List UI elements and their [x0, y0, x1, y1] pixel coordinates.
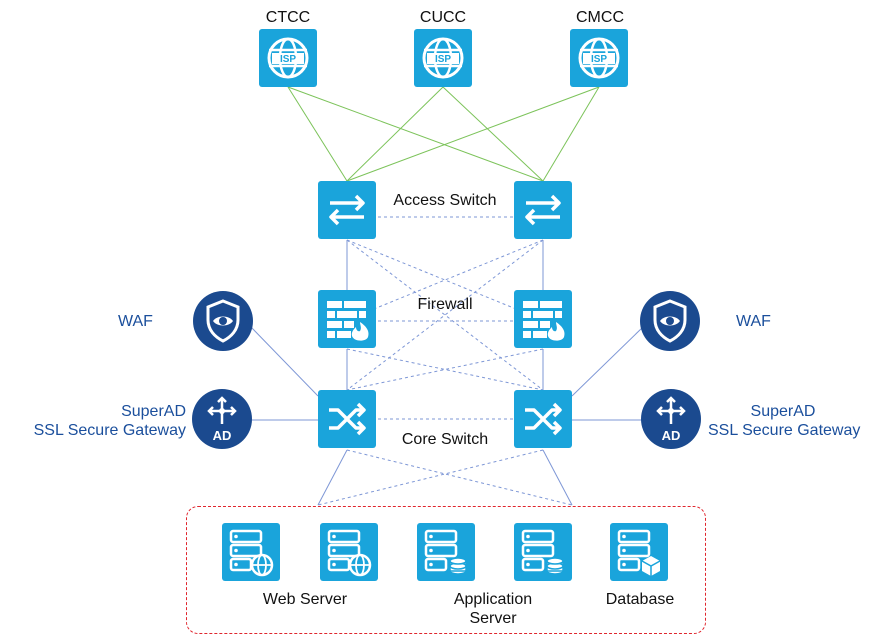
shield-eye-icon — [193, 291, 253, 351]
side-links — [249, 325, 645, 421]
app-server-label-line2: Server — [469, 610, 517, 627]
ad-gateway-icon: AD — [641, 389, 701, 449]
ad-badge-text: AD — [662, 428, 681, 443]
server-group-frame — [186, 506, 706, 634]
web-server-label: Web Server — [262, 591, 348, 608]
database-label: Database — [605, 591, 675, 608]
core-to-servers — [317, 449, 573, 506]
superad-right-label: SuperAD SSL Secure Gateway — [708, 402, 888, 440]
cross-links — [317, 216, 573, 506]
isp-label: CTCC — [265, 9, 311, 26]
ad-badge-text: AD — [213, 428, 232, 443]
core-switch-icon — [514, 390, 572, 448]
superad-right-line1: SuperAD — [750, 403, 816, 420]
isp-label: CMCC — [576, 9, 624, 26]
isp-globe-icon: ISP — [414, 29, 472, 87]
app-server-icon — [514, 523, 572, 581]
app-server-icon — [417, 523, 475, 581]
isp-globe-icon: ISP — [259, 29, 317, 87]
isp-links — [287, 86, 600, 182]
superad-left-line1: SuperAD — [121, 403, 186, 420]
isp-badge-text: ISP — [280, 54, 296, 65]
firewall-icon — [514, 290, 572, 348]
waf-right-label: WAF — [736, 313, 771, 330]
web-server-icon — [320, 523, 378, 581]
app-server-label-line1: Application — [453, 591, 533, 608]
switch-arrows-icon — [514, 181, 572, 239]
core-switch-icon — [318, 390, 376, 448]
web-server-icon — [222, 523, 280, 581]
firewall-label: Firewall — [417, 296, 473, 313]
superad-right-line2: SSL Secure Gateway — [708, 422, 861, 439]
ad-gateway-icon: AD — [192, 389, 252, 449]
isp-label: CUCC — [419, 9, 467, 26]
switch-arrows-icon — [318, 181, 376, 239]
shield-eye-icon — [640, 291, 700, 351]
firewall-icon — [318, 290, 376, 348]
app-server-label: Application Server — [428, 590, 558, 628]
vertical-links — [346, 240, 544, 390]
superad-left-label: SuperAD SSL Secure Gateway — [6, 402, 186, 440]
database-icon — [610, 523, 668, 581]
core-switch-label: Core Switch — [401, 431, 489, 448]
waf-left-label: WAF — [118, 313, 153, 330]
isp-badge-text: ISP — [435, 54, 451, 65]
superad-left-line2: SSL Secure Gateway — [33, 422, 186, 439]
isp-globe-icon: ISP — [570, 29, 628, 87]
access-switch-label: Access Switch — [393, 192, 497, 209]
isp-badge-text: ISP — [591, 54, 607, 65]
